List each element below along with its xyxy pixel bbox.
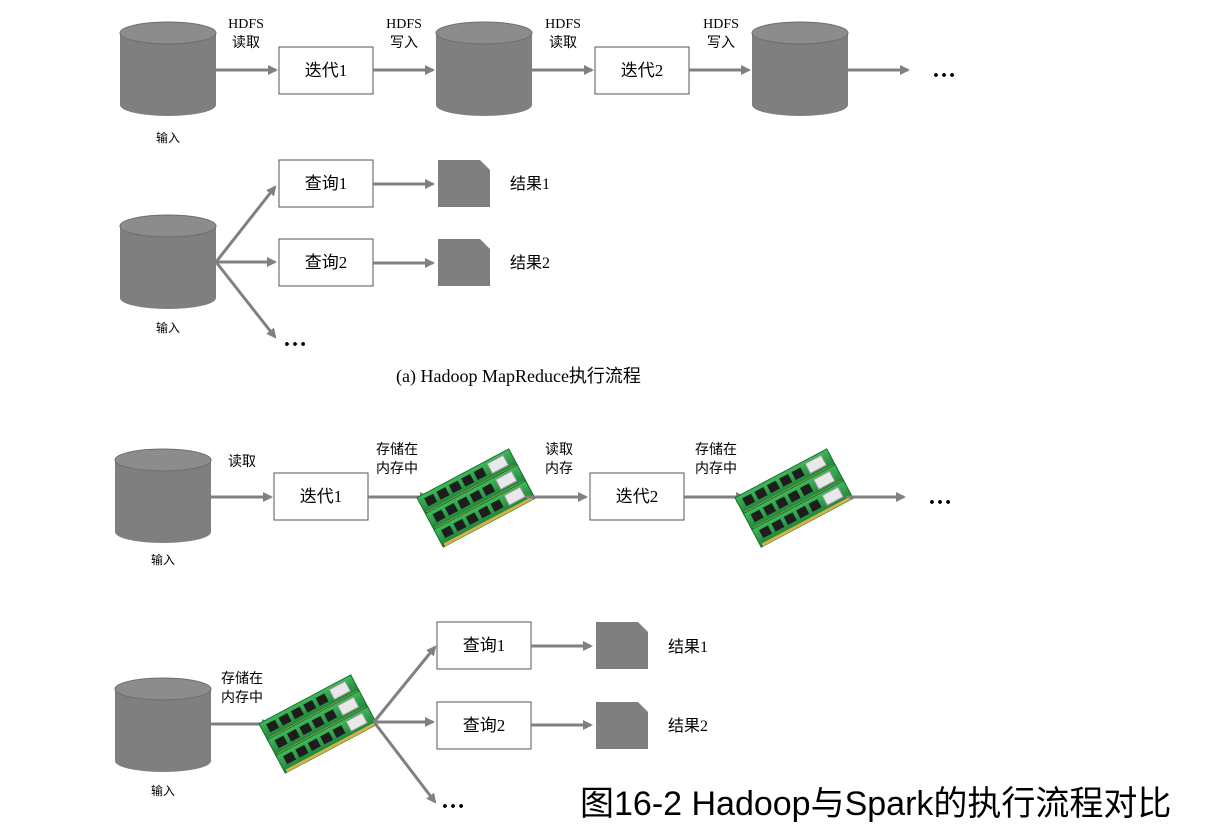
edge-label: 存储在 — [376, 442, 418, 458]
step-label: 迭代1 — [300, 487, 343, 506]
result-label: 结果1 — [668, 638, 708, 656]
arrow — [372, 645, 437, 723]
input-label: 输入 — [156, 130, 180, 145]
edge-label: 读取 — [228, 453, 256, 470]
arrow — [214, 185, 277, 263]
a-row1: 输入 HDFS 读取 迭代1 HDFS 写入 HDFS 读取 迭代2 HDFS … — [119, 17, 956, 145]
edge-label: 读取 — [545, 441, 573, 458]
result-document-icon — [438, 160, 490, 207]
result-document-icon — [596, 622, 648, 669]
edge-label: HDFS — [703, 17, 739, 32]
ellipsis: … — [932, 57, 956, 83]
step-label: 迭代2 — [621, 61, 664, 80]
database-cylinder-icon — [751, 21, 849, 116]
database-cylinder-icon — [119, 21, 217, 116]
a-row2: 输入 查询1 查询2 结果1 结果2 … — [119, 159, 550, 352]
result-label: 结果2 — [668, 717, 708, 735]
edge-label: 存储在 — [695, 442, 737, 458]
step-box — [589, 472, 685, 521]
edge-label: 读取 — [549, 34, 577, 51]
b-row2: 输入 存储在 内存中 — [114, 621, 708, 814]
memory-module-icon — [734, 448, 854, 548]
figure-title: 图16-2 Hadoop与Spark的执行流程对比 — [580, 785, 1171, 823]
edge-label: 内存中 — [376, 461, 418, 477]
ellipsis: … — [283, 326, 307, 352]
step-label: 迭代1 — [305, 61, 348, 80]
step-box — [273, 472, 369, 521]
edge-label: 内存中 — [221, 690, 263, 706]
memory-module-icon — [416, 448, 536, 548]
input-label: 输入 — [151, 783, 175, 798]
edge-label: 读取 — [232, 34, 260, 51]
edge-label: 内存中 — [695, 461, 737, 477]
ellipsis: … — [441, 788, 465, 814]
edge-label: HDFS — [545, 17, 581, 32]
arrow — [372, 721, 437, 804]
b-row1: 输入 读取 迭代1 存储在 内存中 — [114, 441, 952, 567]
database-cylinder-icon — [114, 677, 212, 772]
database-cylinder-icon — [119, 214, 217, 309]
memory-module-icon — [258, 674, 378, 774]
database-cylinder-icon — [114, 448, 212, 543]
result-label: 结果2 — [510, 254, 550, 272]
input-label: 输入 — [156, 320, 180, 335]
edge-label: HDFS — [386, 17, 422, 32]
edge-label: 写入 — [707, 36, 735, 51]
query-label: 查询1 — [463, 636, 506, 655]
caption-a: (a) Hadoop MapReduce执行流程 — [396, 366, 641, 387]
step-label: 迭代2 — [616, 487, 659, 506]
edge-label: 内存 — [545, 461, 573, 477]
result-document-icon — [596, 702, 648, 749]
edge-label: HDFS — [228, 17, 264, 32]
query-label: 查询2 — [463, 716, 506, 735]
arrow — [214, 261, 277, 339]
edge-label: 写入 — [390, 36, 418, 51]
result-label: 结果1 — [510, 175, 550, 193]
ellipsis: … — [928, 484, 952, 510]
step-box — [594, 46, 690, 95]
result-document-icon — [438, 239, 490, 286]
database-cylinder-icon — [435, 21, 533, 116]
input-label: 输入 — [151, 552, 175, 567]
query-box — [436, 701, 532, 750]
edge-label: 存储在 — [221, 671, 263, 687]
query-box — [278, 238, 374, 287]
query-label: 查询2 — [305, 253, 348, 272]
query-label: 查询1 — [305, 174, 348, 193]
